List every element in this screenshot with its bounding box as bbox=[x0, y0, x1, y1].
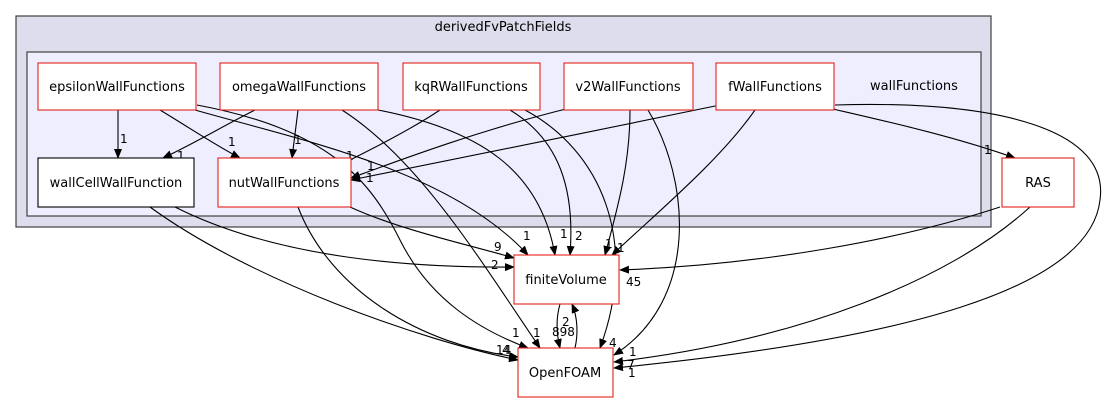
edge-count-kqr-finitevolume: 2 bbox=[575, 229, 583, 243]
edge-openfoam-to-finitevolume bbox=[571, 303, 580, 349]
edge-count-f-ras: 1 bbox=[984, 143, 992, 157]
node-epsilon-wall-functions-label: epsilonWallFunctions bbox=[49, 80, 185, 95]
edges bbox=[114, 103, 1102, 372]
edge-count-f-finitevolume: 1 bbox=[617, 241, 625, 255]
edge-count-epsilon-finitevolume: 1 bbox=[523, 229, 531, 243]
edge-count-omega-finitevolume: 1 bbox=[560, 227, 568, 241]
node-openfoam[interactable]: OpenFOAM bbox=[517, 347, 614, 398]
edge-omega-to-wallcell bbox=[162, 109, 256, 159]
edge-wallcell-to-finitevolume bbox=[174, 206, 515, 272]
cluster-wallfunctions-label: wallFunctions bbox=[870, 79, 958, 94]
edge-nut-to-finitevolume bbox=[349, 206, 515, 260]
edge-count-wallcell-openfoam: 14 bbox=[496, 343, 511, 357]
edge-v2-to-nut bbox=[350, 107, 571, 179]
edge-count-v2-finitevolume: 1 bbox=[605, 237, 613, 251]
edge-wallcell-to-openfoam bbox=[149, 206, 519, 363]
edge-count-omega-nut: 1 bbox=[294, 133, 302, 147]
edge-count-kqr-nut: 1 bbox=[346, 149, 354, 163]
edge-count-nut-finitevolume: 9 bbox=[494, 240, 502, 254]
edge-count-f-openfoam: 1 bbox=[628, 366, 636, 380]
cluster-derivedfvpatchfields-label: derivedFvPatchFields bbox=[435, 20, 572, 35]
node-wall-cell-wall-function-label: wallCellWallFunction bbox=[50, 176, 183, 191]
edge-omega-to-nut bbox=[289, 109, 299, 159]
edge-finitevolume-to-openfoam bbox=[553, 303, 562, 349]
edge-count-wallcell-finitevolume: 2 bbox=[491, 258, 499, 272]
edge-epsilon-to-openfoam bbox=[196, 104, 529, 349]
edge-count-f-nut: 1 bbox=[366, 171, 374, 185]
edge-count-omega-openfoam: 1 bbox=[533, 326, 541, 340]
node-openfoam-label: OpenFOAM bbox=[529, 366, 601, 381]
edge-count-omega-wallcell: 1 bbox=[177, 149, 185, 163]
node-wall-cell-wall-function[interactable]: wallCellWallFunction bbox=[37, 157, 195, 208]
node-kqr-wall-functions[interactable]: kqRWallFunctions bbox=[402, 62, 541, 111]
edge-f-to-openfoam bbox=[613, 103, 1102, 372]
edge-count-kqr-openfoam: 4 bbox=[609, 336, 617, 350]
edge-kqr-to-openfoam bbox=[524, 109, 617, 349]
edge-count-epsilon-openfoam: 1 bbox=[512, 326, 520, 340]
node-nut-wall-functions[interactable]: nutWallFunctions bbox=[217, 157, 352, 208]
edge-epsilon-to-nut bbox=[159, 109, 241, 159]
edge-f-to-ras bbox=[819, 105, 1016, 159]
node-nut-wall-functions-label: nutWallFunctions bbox=[229, 176, 340, 191]
edge-count-epsilon-nut: 1 bbox=[228, 135, 236, 149]
edge-count-epsilon-wallcell: 1 bbox=[120, 132, 128, 146]
node-finite-volume-label: finiteVolume bbox=[525, 273, 607, 288]
node-v2-wall-functions[interactable]: v2WallFunctions bbox=[563, 62, 694, 111]
edge-count-v2-nut: 1 bbox=[367, 159, 375, 173]
edge-omega-to-openfoam bbox=[341, 109, 541, 349]
node-v2-wall-functions-label: v2WallFunctions bbox=[575, 80, 680, 95]
edge-count-nut-openfoam: 4 bbox=[502, 343, 510, 357]
edge-v2-to-openfoam bbox=[613, 109, 680, 356]
edge-f-to-nut bbox=[350, 104, 721, 183]
edge-count-ras-finitevolume: 45 bbox=[626, 275, 641, 289]
edge-nut-to-openfoam bbox=[297, 206, 519, 360]
edge-f-to-finitevolume bbox=[611, 109, 756, 256]
node-ras[interactable]: RAS bbox=[1001, 157, 1075, 208]
edge-omega-to-finitevolume bbox=[377, 109, 558, 256]
edge-ras-to-openfoam bbox=[613, 206, 1031, 365]
node-f-wall-functions[interactable]: fWallFunctions bbox=[715, 62, 835, 111]
node-epsilon-wall-functions[interactable]: epsilonWallFunctions bbox=[37, 62, 197, 111]
edge-kqr-to-finitevolume bbox=[509, 109, 575, 256]
node-omega-wall-functions[interactable]: omegaWallFunctions bbox=[219, 62, 379, 111]
node-omega-wall-functions-label: omegaWallFunctions bbox=[232, 80, 366, 95]
edge-count-finitevolume-openfoam: 898 bbox=[552, 325, 575, 339]
edge-count-ras-openfoam: 7 bbox=[627, 358, 635, 372]
edge-labels: 1 1 1 1 1 1 1 1 1 2 1 1 1 9 2 45 2 898 1… bbox=[120, 132, 992, 380]
node-finite-volume[interactable]: finiteVolume bbox=[513, 254, 620, 305]
edge-count-v2-openfoam: 1 bbox=[629, 345, 637, 359]
edge-v2-to-finitevolume bbox=[603, 109, 631, 256]
node-f-wall-functions-label: fWallFunctions bbox=[728, 80, 822, 95]
edge-epsilon-to-finitevolume bbox=[194, 109, 529, 256]
edge-ras-to-finitevolume bbox=[619, 206, 1001, 274]
edge-count-openfoam-finitevolume: 2 bbox=[562, 315, 570, 329]
node-ras-label: RAS bbox=[1025, 176, 1051, 191]
node-kqr-wall-functions-label: kqRWallFunctions bbox=[414, 80, 528, 95]
